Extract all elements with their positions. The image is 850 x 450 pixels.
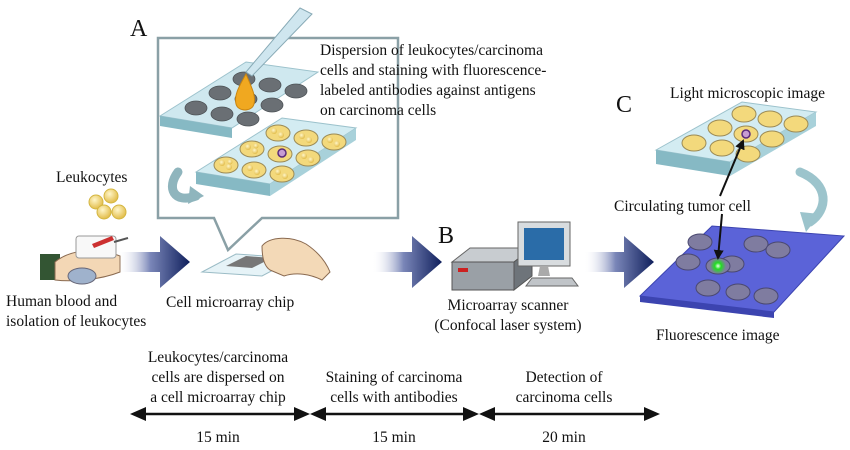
ctc-label: Circulating tumor cell — [614, 198, 751, 215]
computer-graphic — [517, 221, 579, 287]
stained-cell-a — [277, 148, 287, 158]
svg-text:Detection of: Detection of — [525, 369, 603, 386]
light-microscopic-chip — [654, 101, 818, 176]
svg-text:(Confocal laser system): (Confocal laser system) — [434, 317, 581, 334]
blood-caption: Human blood and isolation of leukocytes — [6, 293, 146, 330]
stage-2-caption: Staining of carcinoma cells with antibod… — [326, 369, 463, 406]
stage-3-caption: Detection of carcinoma cells — [516, 369, 613, 406]
chip-in-hand-graphic — [200, 237, 331, 281]
chip-filled-wells — [194, 117, 358, 196]
panel-a — [156, 7, 400, 253]
scanner-caption: Microarray scanner (Confocal laser syste… — [434, 297, 581, 334]
arrow-3 — [584, 236, 654, 288]
svg-text:Human blood and: Human blood and — [6, 293, 117, 310]
durations: 15 min 15 min 20 min — [196, 429, 586, 446]
duration-3: 20 min — [542, 429, 586, 446]
panel-b-letter: B — [438, 223, 454, 249]
svg-text:cells with antibodies: cells with antibodies — [330, 389, 457, 406]
svg-text:cells and staining with fluore: cells and staining with fluorescence- — [320, 62, 546, 79]
chip-empty-wells — [158, 61, 320, 138]
ctc-fluorescent-spot — [710, 258, 726, 274]
svg-text:Dispersion of leukocytes/carci: Dispersion of leukocytes/carcinoma — [320, 42, 543, 59]
fluorescence-chip — [638, 225, 846, 318]
timeline-arrowheads — [130, 407, 660, 421]
svg-text:Staining of carcinoma: Staining of carcinoma — [326, 369, 463, 386]
svg-text:on carcinoma cells: on carcinoma cells — [320, 102, 436, 119]
panel-a-caption: Dispersion of leukocytes/carcinoma cells… — [320, 42, 546, 119]
ctc-light-marker — [741, 129, 751, 139]
fluorescence-image-label: Fluorescence image — [656, 327, 780, 344]
panel-c-letter: C — [616, 92, 632, 118]
scanner-graphic — [450, 246, 534, 292]
arrow-1 — [118, 236, 190, 288]
leukocytes-label: Leukocytes — [56, 169, 127, 186]
panel-a-letter: A — [130, 16, 148, 42]
duration-1: 15 min — [196, 429, 240, 446]
chip-label: Cell microarray chip — [166, 294, 295, 311]
pipette — [235, 7, 313, 111]
leukocytes-graphic — [88, 188, 127, 220]
light-image-label: Light microscopic image — [670, 85, 825, 102]
droplet — [235, 72, 255, 111]
blood-collection-graphic — [40, 235, 129, 285]
arrow-2 — [372, 236, 442, 288]
svg-text:isolation of leukocytes: isolation of leukocytes — [6, 313, 146, 330]
stage-1-caption: Leukocytes/carcinoma cells are dispersed… — [148, 349, 288, 406]
svg-text:carcinoma cells: carcinoma cells — [516, 389, 613, 406]
svg-text:a cell microarray chip: a cell microarray chip — [150, 389, 286, 406]
svg-text:Microarray scanner: Microarray scanner — [448, 297, 570, 314]
svg-text:cells are dispersed on: cells are dispersed on — [152, 369, 285, 386]
svg-text:labeled antibodies against ant: labeled antibodies against antigens — [320, 82, 536, 99]
duration-2: 15 min — [372, 429, 416, 446]
ctc-pointer — [713, 139, 745, 260]
svg-text:Leukocytes/carcinoma: Leukocytes/carcinoma — [148, 349, 288, 366]
process-arrows — [118, 236, 654, 288]
